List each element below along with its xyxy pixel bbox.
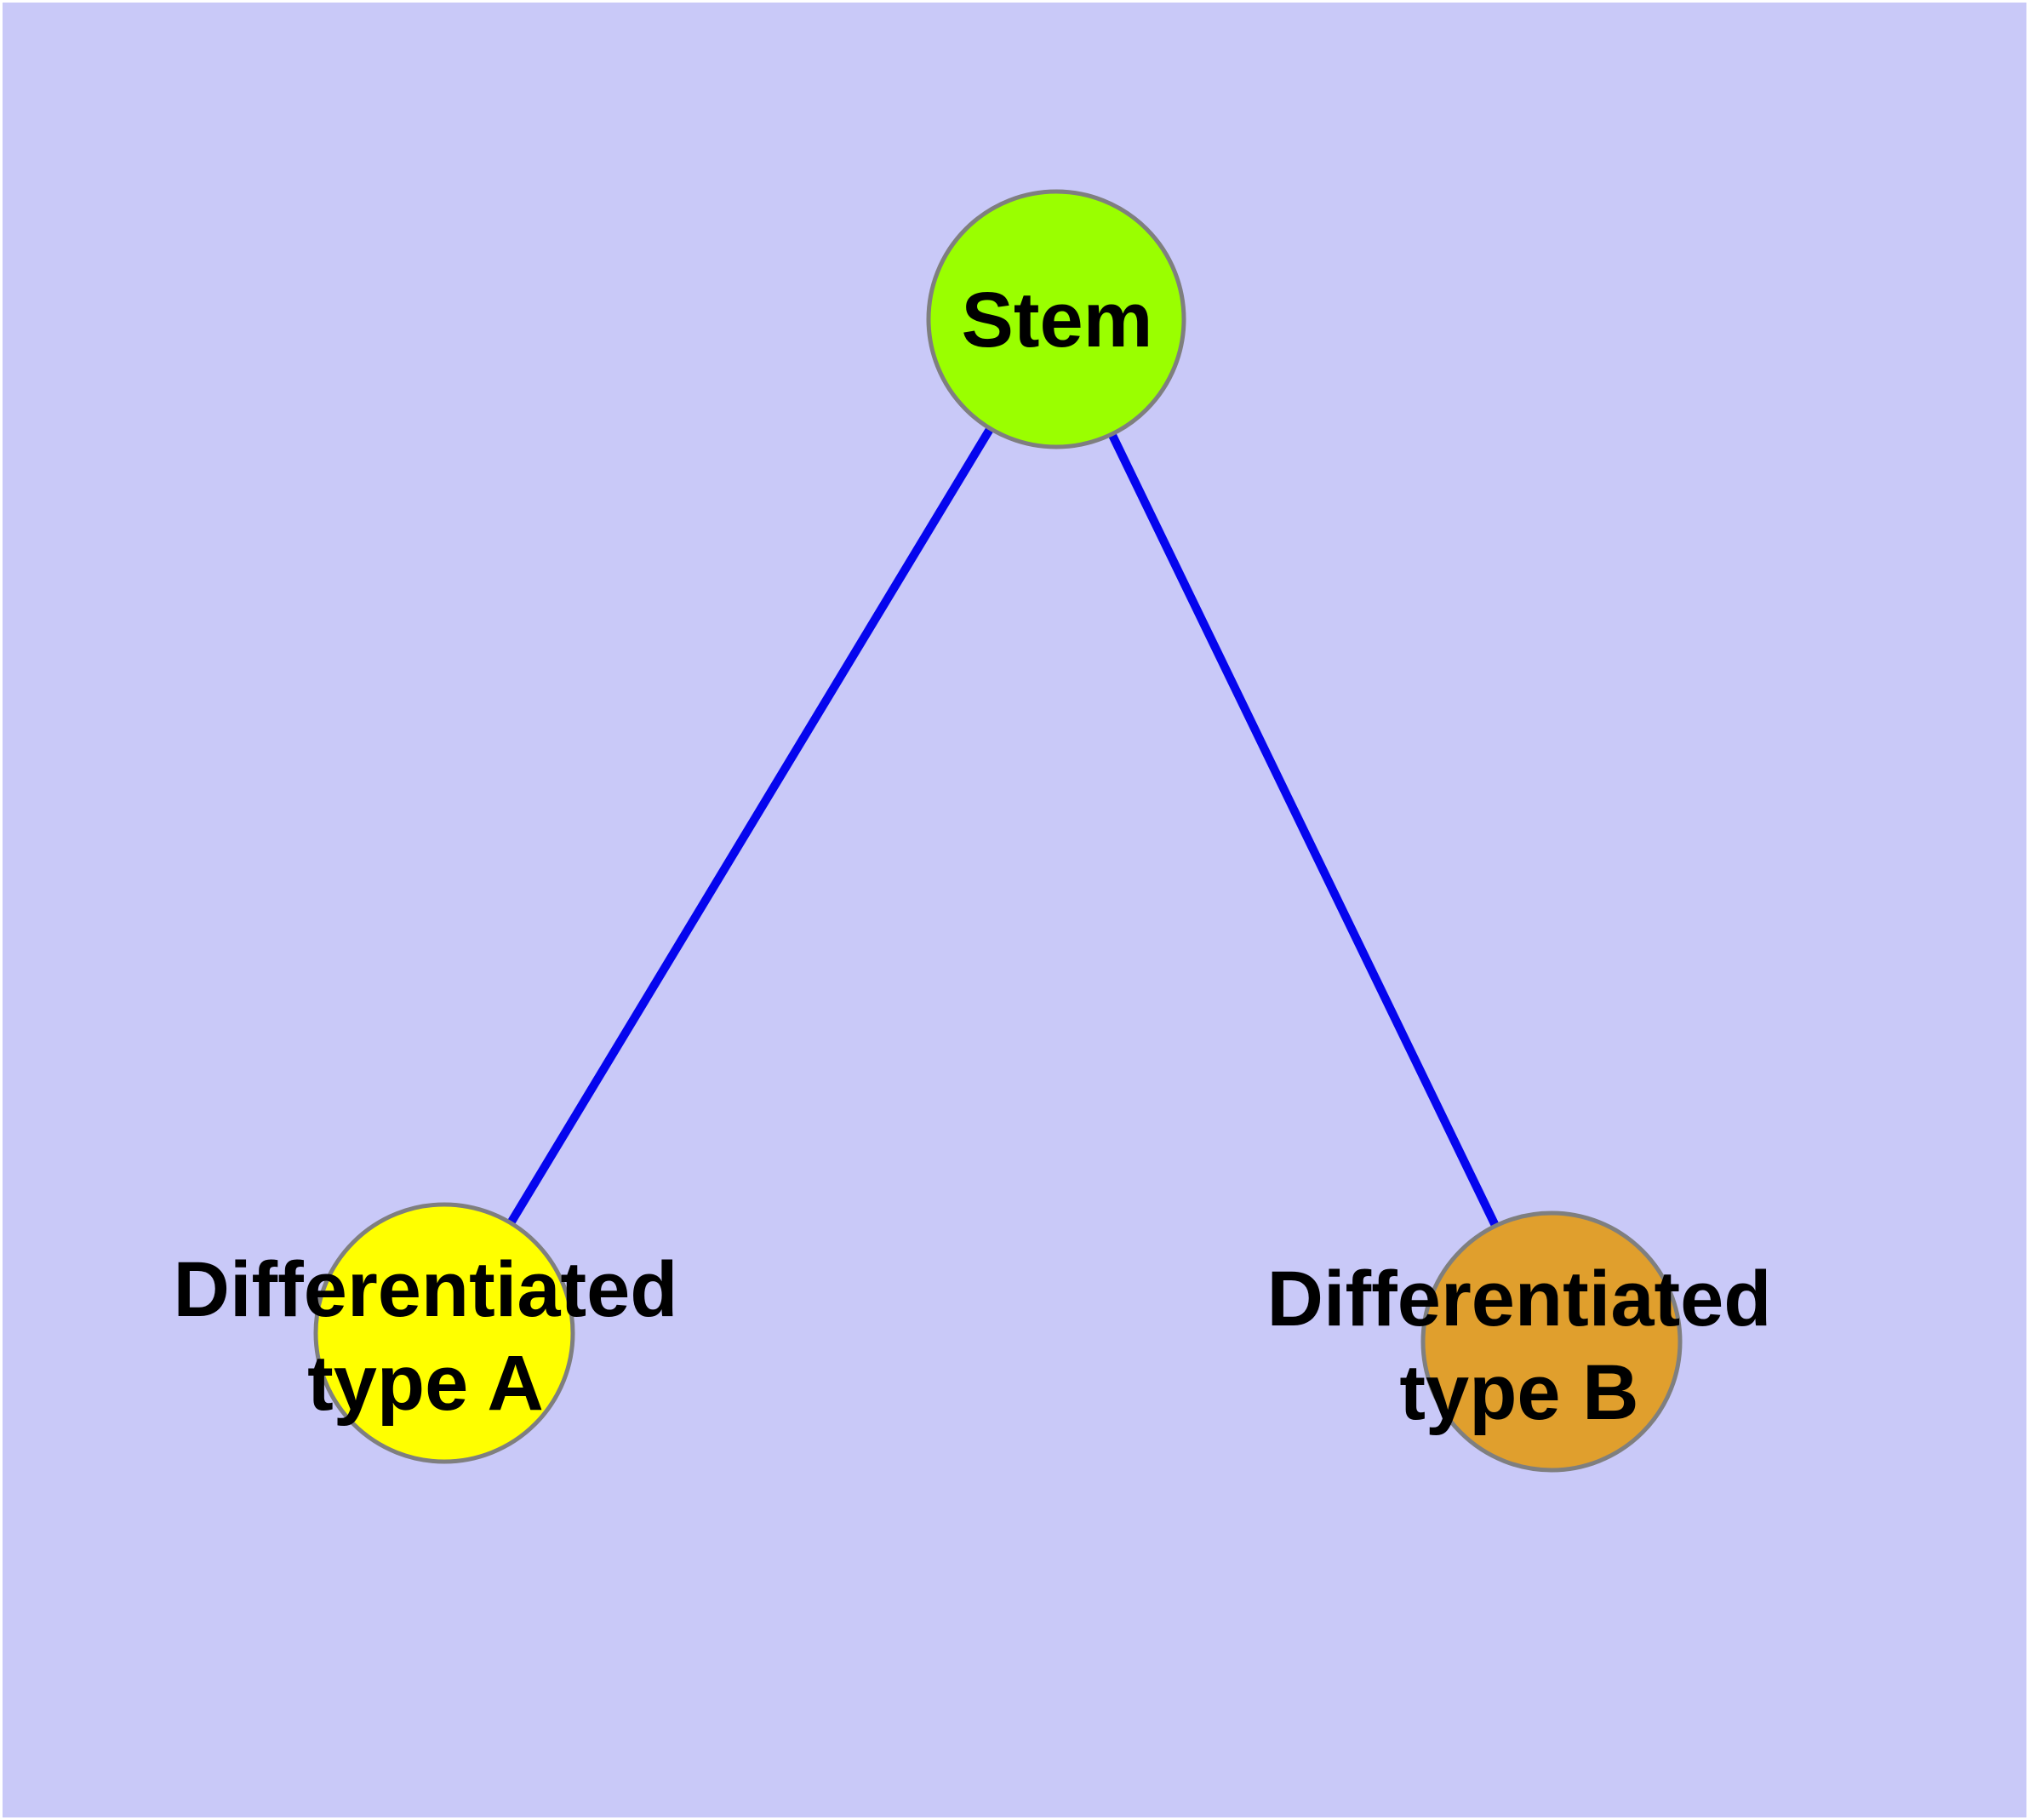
node-stem-label-text: Stem — [961, 277, 1153, 363]
node-differentiated-type-b-label-line2: type B — [1399, 1349, 1639, 1436]
edge-stem-to-type-b — [1052, 317, 1556, 1344]
node-differentiated-type-b-label: Differentiated type B — [1267, 1252, 1772, 1439]
graph-canvas: Stem Differentiated type A Differentiate… — [3, 3, 2026, 1817]
node-stem-circle — [926, 189, 1186, 449]
node-differentiated-type-a-label-line1: Differentiated — [173, 1246, 678, 1333]
node-stem-label: Stem — [962, 273, 1153, 367]
node-differentiated-type-b-label-line1: Differentiated — [1266, 1256, 1772, 1342]
node-differentiated-type-a-label: Differentiated type A — [174, 1243, 678, 1430]
edge-stem-to-type-a — [440, 317, 1060, 1336]
graph-drawing — [313, 189, 1683, 1473]
node-differentiated-type-b-circle — [1420, 1210, 1683, 1473]
node-differentiated-type-a-circle — [313, 1202, 575, 1464]
node-differentiated-type-a-label-line2: type A — [307, 1340, 544, 1427]
